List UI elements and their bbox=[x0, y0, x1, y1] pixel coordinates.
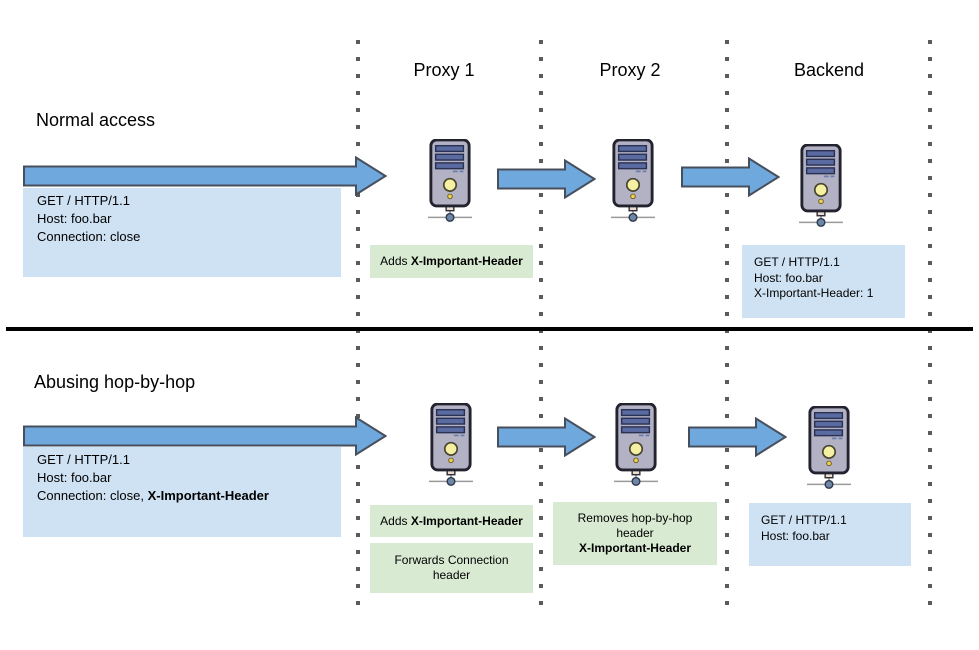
request-arrow-icon bbox=[497, 159, 596, 199]
request-box-client-normal: GET / HTTP/1.1 Host: foo.bar Connection:… bbox=[23, 188, 341, 277]
request-line: GET / HTTP/1.1 bbox=[761, 513, 847, 527]
request-box-backend-abuse: GET / HTTP/1.1 Host: foo.bar bbox=[749, 503, 911, 566]
lane-label-backend: Backend bbox=[793, 60, 865, 80]
note-box-adds-header-abuse: Adds X-Important-Header bbox=[370, 505, 533, 537]
request-arrow-icon bbox=[681, 157, 780, 197]
note-line: Adds X-Important-Header bbox=[380, 254, 523, 269]
section-divider bbox=[6, 327, 973, 331]
lane-divider-3 bbox=[725, 40, 729, 607]
server-icon-backend-normal bbox=[799, 144, 843, 227]
note-text-bold: X-Important-Header bbox=[410, 513, 523, 528]
note-text: Adds bbox=[380, 254, 411, 268]
note-line: Adds X-Important-Header bbox=[380, 514, 523, 529]
request-arrow-icon bbox=[688, 417, 787, 457]
server-icon-proxy2-normal bbox=[611, 139, 655, 222]
lane-label-proxy1: Proxy 1 bbox=[413, 60, 475, 80]
lane-divider-2 bbox=[539, 40, 543, 607]
note-text: Forwards Connection header bbox=[394, 553, 509, 582]
request-arrow-icon bbox=[23, 156, 387, 196]
request-line: Connection: close, X-Important-Header bbox=[37, 487, 341, 505]
request-box-client-abuse: GET / HTTP/1.1 Host: foo.bar Connection:… bbox=[23, 447, 341, 537]
request-line: Connection: close bbox=[37, 229, 141, 244]
section-title-normal: Normal access bbox=[36, 110, 156, 130]
note-box-adds-header-normal: Adds X-Important-Header bbox=[370, 245, 533, 278]
request-line: X-Important-Header: 1 bbox=[754, 286, 874, 300]
request-line: Host: foo.bar bbox=[754, 270, 823, 285]
request-text: Connection: close, bbox=[37, 488, 148, 503]
server-icon-proxy1-abuse bbox=[429, 403, 473, 486]
request-line: GET / HTTP/1.1 bbox=[754, 255, 840, 269]
request-line: Host: foo.bar bbox=[37, 470, 112, 485]
note-box-forwards-connection: Forwards Connection header bbox=[370, 543, 533, 593]
lane-label-proxy2: Proxy 2 bbox=[599, 60, 661, 80]
request-arrow-icon bbox=[497, 417, 596, 457]
note-text-bold: X-Important-Header bbox=[410, 254, 523, 268]
server-icon-backend-abuse bbox=[807, 406, 851, 489]
note-text: Adds bbox=[380, 513, 411, 528]
request-line: Host: foo.bar bbox=[37, 211, 112, 226]
server-icon-proxy2-abuse bbox=[614, 403, 658, 486]
request-arrow-icon bbox=[23, 416, 387, 456]
note-text: Removes hop-by-hop bbox=[577, 511, 693, 525]
request-box-backend-normal: GET / HTTP/1.1 Host: foo.bar X-Important… bbox=[742, 245, 905, 318]
request-line: GET / HTTP/1.1 bbox=[37, 193, 130, 208]
note-text: header bbox=[616, 526, 654, 540]
request-line: GET / HTTP/1.1 bbox=[37, 452, 130, 467]
request-text-bold: X-Important-Header bbox=[147, 488, 269, 503]
lane-divider-4 bbox=[928, 40, 932, 607]
server-icon-proxy1-normal bbox=[428, 139, 472, 222]
request-line: Host: foo.bar bbox=[761, 528, 830, 543]
lane-divider-1 bbox=[356, 40, 360, 607]
note-box-removes-header: Removes hop-by-hop header X-Important-He… bbox=[553, 502, 717, 565]
note-text-bold: X-Important-Header bbox=[578, 541, 691, 555]
section-title-abuse: Abusing hop-by-hop bbox=[34, 372, 196, 392]
